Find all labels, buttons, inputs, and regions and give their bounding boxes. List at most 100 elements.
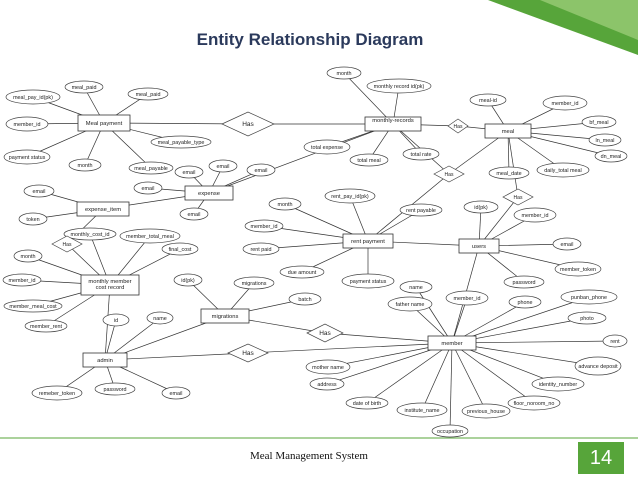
diagram-nodes: meal_pay_id(pk)meal_paidmeal_paidmember_… [2, 66, 628, 438]
connector-line [451, 296, 590, 344]
attribute-a48 [233, 276, 275, 290]
attribute-a34-label: member_rent [30, 324, 63, 330]
slide-title: Entity Relationship Diagram [196, 30, 424, 49]
attribute-a67-label: institute_name [404, 408, 439, 414]
attribute-a6-label: payment status [9, 155, 46, 161]
connector-line [208, 123, 394, 194]
attribute-a6 [3, 149, 51, 165]
attribute-a26-label: email [188, 212, 201, 218]
attribute-a66 [431, 424, 469, 438]
attribute-a22-label: email [217, 164, 230, 170]
attribute-a24-label: email [142, 186, 155, 192]
attribute-a20-label: daily_total meal [544, 168, 581, 174]
attribute-a5-label: meal_payable_type [158, 140, 205, 146]
attribute-a61-label: rent [610, 339, 620, 345]
attribute-a62-label: advance deposit [578, 364, 618, 370]
attribute-a56 [387, 296, 433, 312]
page-number: 14 [578, 442, 624, 474]
footer-text: Meal Management System [250, 450, 368, 462]
attribute-a37-label: member_id [251, 224, 278, 230]
attribute-a7-label: month [78, 163, 93, 169]
relationship-r2-label: Has [454, 124, 463, 130]
attribute-a59-label: punban_phone [571, 295, 607, 301]
attribute-a29 [119, 228, 181, 244]
attribute-a60-label: photo [580, 316, 594, 322]
attribute-a25 [23, 184, 55, 198]
attribute-a65 [461, 403, 511, 419]
relationship-r4-label: Has [514, 195, 523, 201]
attribute-a63 [531, 376, 585, 392]
entity-meal [484, 123, 532, 139]
attribute-a39-label: rent paid [251, 247, 272, 253]
attribute-a57-label: member_id [454, 296, 481, 302]
attribute-a68-label: date of birth [353, 401, 381, 407]
connector-line [421, 342, 453, 411]
attribute-a43 [513, 207, 557, 223]
attribute-a48-label: migrations [242, 281, 267, 287]
entity-rent_payment [342, 233, 394, 249]
attribute-a41-label: payment status [350, 279, 387, 285]
attribute-a14-label: meal-id [479, 98, 497, 104]
connector-line [366, 342, 453, 404]
attribute-a1 [5, 89, 61, 105]
corner-decoration-light [540, 0, 638, 40]
attribute-a15-label: member_id [552, 101, 579, 107]
entity-migrations [200, 308, 250, 324]
attribute-a17-label: ln_meal [596, 138, 615, 144]
relationship-r6-label: Has [319, 330, 331, 337]
relationship-r7-label: Has [242, 350, 254, 357]
attribute-a59 [560, 289, 618, 305]
connector-line [104, 352, 249, 361]
connector-line [343, 72, 394, 125]
attribute-a1-label: meal_pay_id(pk) [13, 95, 53, 101]
attribute-a25-label: email [33, 189, 46, 195]
attribute-a20 [536, 162, 590, 178]
attribute-a36 [268, 197, 302, 211]
attribute-a4-label: member_id [14, 122, 41, 128]
attribute-a38-label: rent payable [406, 208, 436, 214]
attribute-a4 [5, 116, 49, 132]
attribute-a13-label: total rate [411, 152, 432, 158]
attribute-a47-label: id(pk) [181, 278, 195, 284]
attribute-a64 [507, 395, 561, 411]
attribute-a58 [508, 295, 542, 309]
relationship-r6 [306, 323, 344, 343]
attribute-a70 [305, 359, 351, 375]
attribute-a58-label: phone [518, 300, 533, 306]
attribute-a21 [174, 165, 204, 179]
attribute-a54-label: email [170, 391, 183, 397]
attribute-a16-label: bf_meal [589, 120, 608, 126]
entity-meal_payment [77, 114, 131, 132]
attribute-a57 [445, 290, 489, 306]
relationship-r1-label: Has [242, 121, 254, 128]
attribute-a49-label: batch [298, 297, 311, 303]
attribute-a54 [161, 386, 191, 400]
connector-line [451, 297, 468, 344]
attribute-a40 [279, 265, 325, 279]
attribute-a8-label: meal_payable [134, 166, 168, 172]
attribute-a43-label: member_id [522, 213, 549, 219]
attribute-a36-label: month [278, 202, 293, 208]
attribute-a29-label: member_total_meal [126, 234, 174, 240]
relationship-r1 [221, 111, 275, 137]
relationship-r3-label: Has [445, 172, 454, 178]
attribute-a55 [399, 280, 433, 294]
entity-rent_payment-label: rent payment [351, 239, 385, 245]
attribute-a52 [31, 385, 83, 401]
attribute-a35-label: rent_pay_id(pk) [331, 194, 369, 200]
attribute-a53-label: password [103, 387, 126, 393]
attribute-a33 [3, 299, 63, 313]
entity-admin-label: admin [97, 358, 113, 364]
attribute-a10 [366, 78, 432, 94]
attribute-a44-label: email [561, 242, 574, 248]
attribute-a37 [244, 219, 284, 233]
connector-line [507, 130, 519, 198]
attribute-a55-label: name [409, 285, 423, 291]
attribute-a2-label: meal_paid [72, 85, 97, 91]
attribute-a56-label: father name [396, 302, 425, 308]
attribute-a50-label: id [114, 318, 118, 324]
attribute-a12 [349, 153, 389, 167]
attribute-a23 [246, 163, 276, 177]
attribute-a41 [341, 273, 395, 289]
